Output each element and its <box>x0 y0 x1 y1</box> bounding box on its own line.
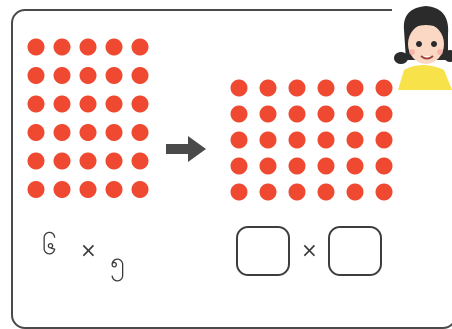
factor-a-label: ၆ <box>42 231 57 261</box>
right-array-dot <box>346 79 364 97</box>
right-array-dot <box>230 131 248 149</box>
left-array-dot <box>105 38 123 56</box>
left-array-dot <box>79 67 97 84</box>
left-array-dot <box>53 152 71 170</box>
right-array-dot <box>317 157 335 175</box>
right-array-dot <box>288 157 306 175</box>
factor-b-label: ၅ <box>110 247 125 277</box>
left-array-dot <box>131 67 149 84</box>
right-array-dot <box>288 183 306 201</box>
right-array-dot <box>259 131 277 149</box>
left-array-dot <box>79 124 97 141</box>
right-array-dot <box>317 183 335 201</box>
times-sign-right: × <box>301 238 318 262</box>
left-array-dot <box>27 152 45 170</box>
left-array-dot <box>105 95 123 113</box>
left-dot-array <box>27 38 149 198</box>
girl-avatar <box>392 2 452 90</box>
left-array-dot <box>27 38 45 56</box>
right-array-dot <box>230 183 248 201</box>
left-array-dot <box>53 181 71 198</box>
right-array-dot <box>375 157 393 175</box>
left-array-dot <box>105 181 123 198</box>
left-array-dot <box>105 124 123 141</box>
right-array-dot <box>375 105 393 123</box>
right-array-dot <box>346 105 364 123</box>
left-array-dot <box>79 152 97 170</box>
right-array-dot <box>346 157 364 175</box>
left-array-dot <box>105 152 123 170</box>
left-array-dot <box>79 95 97 113</box>
left-array-dot <box>27 67 45 84</box>
left-array-dot <box>27 181 45 198</box>
right-array-dot <box>317 131 335 149</box>
right-arrow-icon <box>166 136 206 162</box>
left-array-dot <box>53 95 71 113</box>
left-array-dot <box>131 124 149 141</box>
right-array-dot <box>317 79 335 97</box>
right-array-dot <box>346 131 364 149</box>
left-array-dot <box>79 181 97 198</box>
right-array-dot <box>259 105 277 123</box>
right-array-dot <box>375 79 393 97</box>
left-array-dot <box>53 38 71 56</box>
left-array-dot <box>131 38 149 56</box>
right-array-dot <box>259 79 277 97</box>
right-array-dot <box>230 105 248 123</box>
answer-box-rows[interactable] <box>236 226 290 276</box>
answer-box-cols[interactable] <box>328 226 382 276</box>
left-array-dot <box>105 67 123 84</box>
right-array-dot <box>375 131 393 149</box>
left-array-dot <box>53 67 71 84</box>
right-array-dot <box>230 157 248 175</box>
left-array-dot <box>131 152 149 170</box>
times-sign-left: × <box>80 238 97 262</box>
right-array-dot <box>288 105 306 123</box>
left-array-dot <box>27 95 45 113</box>
right-dot-array <box>230 79 393 201</box>
right-array-dot <box>288 79 306 97</box>
right-array-dot <box>317 105 335 123</box>
left-array-dot <box>27 124 45 141</box>
left-array-dot <box>79 38 97 56</box>
left-array-dot <box>131 95 149 113</box>
right-array-dot <box>375 183 393 201</box>
right-array-dot <box>288 131 306 149</box>
right-array-dot <box>259 183 277 201</box>
right-array-dot <box>259 157 277 175</box>
right-array-dot <box>346 183 364 201</box>
left-array-dot <box>53 124 71 141</box>
right-array-dot <box>230 79 248 97</box>
left-array-dot <box>131 181 149 198</box>
